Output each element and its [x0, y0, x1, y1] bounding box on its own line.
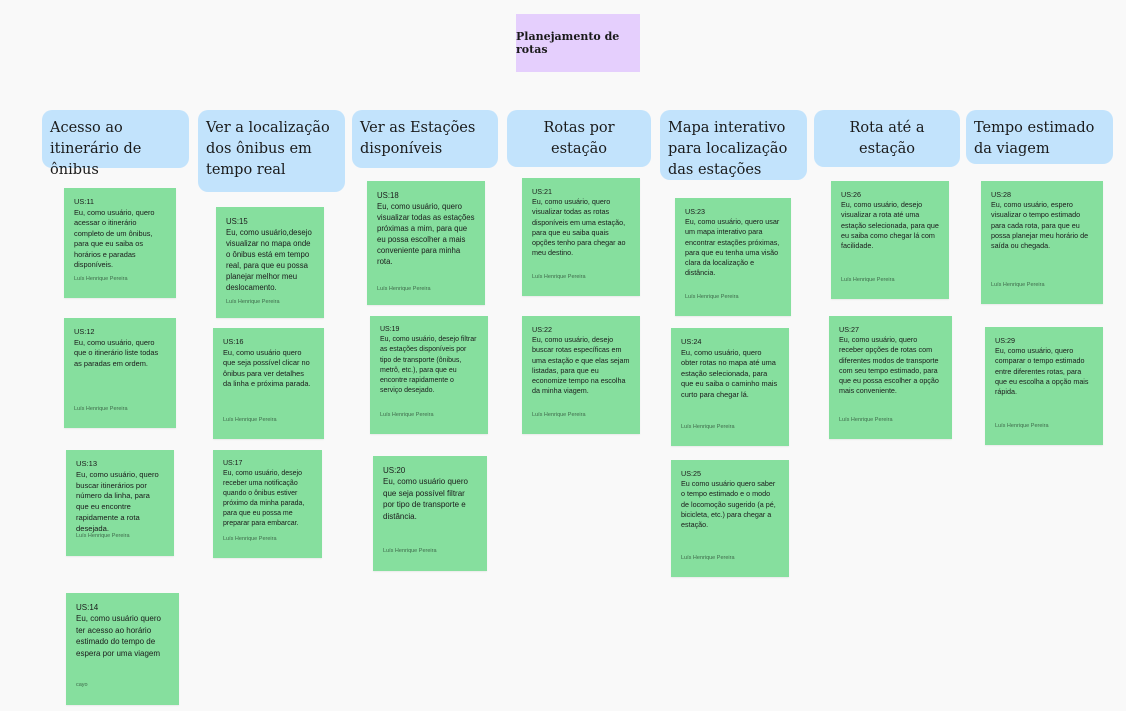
note-text: US:26 Eu, como usuário, desejo visualiza…	[841, 190, 939, 251]
note-author: Luís Henrique Pereira	[839, 416, 893, 423]
note-text: US:19 Eu, como usuário, desejo filtrar a…	[380, 326, 477, 395]
sticky-note-us16[interactable]: US:16 Eu, como usuário quero que seja po…	[213, 328, 324, 439]
note-text: US:22 Eu, como usuário, desejo buscar ro…	[532, 325, 630, 396]
note-text: US:20 Eu, como usuário quero que seja po…	[383, 466, 468, 521]
note-text: US:17 Eu, como usuário, desejo receber u…	[223, 460, 305, 527]
note-text: US:11 Eu, como usuário, quero acessar o …	[74, 197, 155, 269]
sticky-note-us13[interactable]: US:13 Eu, como usuário, quero buscar iti…	[66, 450, 174, 556]
note-author: Luís Henrique Pereira	[532, 411, 586, 418]
note-text: US:27 Eu, como usuário, quero receber op…	[839, 325, 939, 396]
note-text: US:25 Eu como usuário quero saber o temp…	[681, 469, 776, 530]
note-author: Luís Henrique Pereira	[223, 416, 277, 423]
sticky-note-us25[interactable]: US:25 Eu como usuário quero saber o temp…	[671, 460, 789, 577]
sticky-note-us15[interactable]: US:15 Eu, como usuário,desejo visualizar…	[216, 207, 324, 318]
note-author: cayo	[76, 681, 88, 688]
sticky-note-us23[interactable]: US:23 Eu, como usuário, quero usar um ma…	[675, 198, 791, 316]
sticky-note-us24[interactable]: US:24 Eu, como usuário, quero obter rota…	[671, 328, 789, 446]
column-header-rotas-por-estacao[interactable]: Rotas por estação	[507, 110, 651, 167]
column-header-estacoes-disponiveis[interactable]: Ver as Estações disponíveis	[352, 110, 498, 168]
note-text: US:16 Eu, como usuário quero que seja po…	[223, 337, 311, 388]
note-author: Luís Henrique Pereira	[377, 286, 431, 292]
sticky-note-us19[interactable]: US:19 Eu, como usuário, desejo filtrar a…	[370, 316, 488, 434]
sticky-note-us14[interactable]: US:14 Eu, como usuário quero ter acesso …	[66, 593, 179, 705]
sticky-note-us18[interactable]: US:18 Eu, como usuário, quero visualizar…	[367, 181, 485, 305]
sticky-note-us12[interactable]: US:12 Eu, como usuário, quero que o itin…	[64, 318, 176, 428]
note-author: Luís Henrique Pereira	[383, 547, 437, 554]
note-text: US:21 Eu, como usuário, quero visualizar…	[532, 187, 626, 258]
column-header-rota-ate-estacao[interactable]: Rota até a estação	[814, 110, 960, 167]
sticky-note-us20[interactable]: US:20 Eu, como usuário quero que seja po…	[373, 456, 487, 571]
note-text: US:29 Eu, como usuário, quero comparar o…	[995, 336, 1089, 397]
sticky-note-us11[interactable]: US:11 Eu, como usuário, quero acessar o …	[64, 188, 176, 298]
note-author: Luís Henrique Pereira	[991, 281, 1045, 288]
column-header-acesso-itinerario[interactable]: Acesso ao itinerário de ônibus	[42, 110, 189, 178]
note-text: US:14 Eu, como usuário quero ter acesso …	[76, 603, 161, 658]
column-header-localizacao-onibus[interactable]: Ver a localização dos ônibus em tempo re…	[198, 110, 345, 192]
note-author: Luís Henrique Pereira	[223, 536, 277, 542]
note-author: Luís Henrique Pereira	[380, 411, 434, 418]
note-author: Luís Henrique Pereira	[74, 275, 128, 282]
board-title[interactable]: Planejamento de rotas	[516, 14, 640, 72]
note-text: US:18 Eu, como usuário, quero visualizar…	[377, 191, 475, 266]
note-author: Luís Henrique Pereira	[76, 533, 130, 540]
sticky-note-us17[interactable]: US:17 Eu, como usuário, desejo receber u…	[213, 450, 322, 558]
note-author: Luís Henrique Pereira	[685, 293, 739, 300]
note-author: Luís Henrique Pereira	[226, 299, 280, 305]
column-header-mapa-interativo[interactable]: Mapa interativo para localização das est…	[660, 110, 807, 180]
note-text: US:24 Eu, como usuário, quero obter rota…	[681, 337, 778, 399]
note-author: Luís Henrique Pereira	[532, 273, 586, 280]
note-author: Luís Henrique Pereira	[681, 423, 735, 430]
sticky-note-us21[interactable]: US:21 Eu, como usuário, quero visualizar…	[522, 178, 640, 296]
note-text: US:15 Eu, como usuário,desejo visualizar…	[226, 217, 312, 292]
note-text: US:12 Eu, como usuário, quero que o itin…	[74, 327, 159, 368]
sticky-note-us22[interactable]: US:22 Eu, como usuário, desejo buscar ro…	[522, 316, 640, 434]
note-author: Luís Henrique Pereira	[74, 405, 128, 412]
note-author: Luís Henrique Pereira	[995, 422, 1049, 429]
note-author: Luís Henrique Pereira	[841, 276, 895, 283]
sticky-note-us27[interactable]: US:27 Eu, como usuário, quero receber op…	[829, 316, 952, 439]
sticky-note-us26[interactable]: US:26 Eu, como usuário, desejo visualiza…	[831, 181, 949, 299]
note-text: US:28 Eu, como usuário, espero visualiza…	[991, 190, 1089, 251]
note-text: US:13 Eu, como usuário, quero buscar iti…	[76, 459, 159, 533]
sticky-note-us29[interactable]: US:29 Eu, como usuário, quero comparar o…	[985, 327, 1103, 445]
note-text: US:23 Eu, como usuário, quero usar um ma…	[685, 207, 780, 278]
column-header-tempo-estimado[interactable]: Tempo estimado da viagem	[966, 110, 1113, 164]
note-author: Luís Henrique Pereira	[681, 554, 735, 561]
sticky-note-us28[interactable]: US:28 Eu, como usuário, espero visualiza…	[981, 181, 1103, 304]
